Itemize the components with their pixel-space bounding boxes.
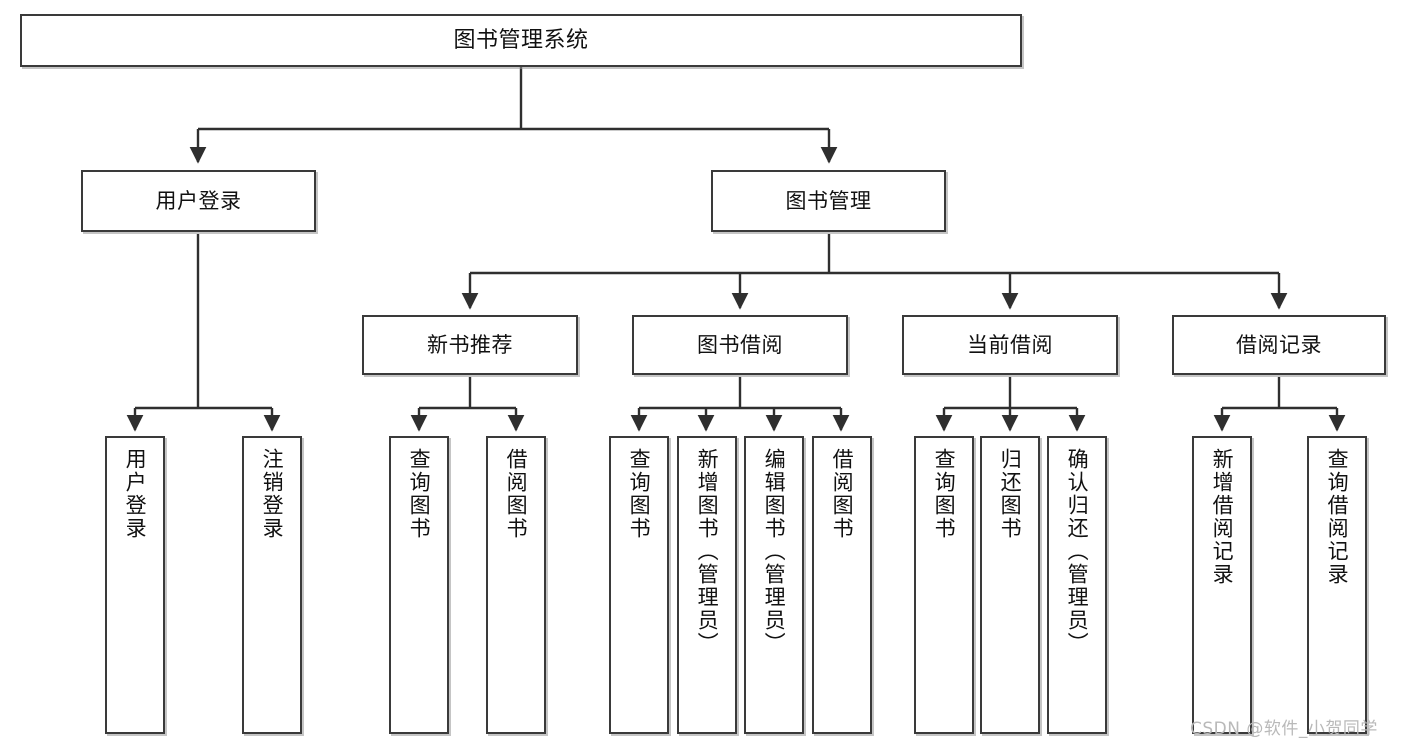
node-label: 图书借阅 (697, 332, 783, 357)
leaf-borrow-add-book-admin[interactable]: 新增图书（管理员） (677, 436, 737, 734)
node-label: 新增图书（管理员） (695, 448, 720, 655)
node-label: 注销登录 (260, 448, 285, 540)
node-label: 查询借阅记录 (1325, 448, 1350, 586)
leaf-user-logout[interactable]: 注销登录 (242, 436, 302, 734)
node-label: 借阅记录 (1236, 332, 1322, 357)
leaf-current-query-book[interactable]: 查询图书 (914, 436, 974, 734)
leaf-current-return-book[interactable]: 归还图书 (980, 436, 1040, 734)
node-book-borrow[interactable]: 图书借阅 (632, 315, 848, 375)
node-book-management[interactable]: 图书管理 (711, 170, 946, 232)
csdn-watermark: CSDN @软件_小贺同学 (1190, 719, 1378, 739)
node-label: 查询图书 (627, 448, 652, 540)
node-label: 确认归还（管理员） (1065, 448, 1090, 655)
node-label: 归还图书 (998, 448, 1023, 540)
leaf-borrow-edit-book-admin[interactable]: 编辑图书（管理员） (744, 436, 804, 734)
node-label: 查询图书 (932, 448, 957, 540)
node-user-login[interactable]: 用户登录 (81, 170, 316, 232)
node-borrow-record[interactable]: 借阅记录 (1172, 315, 1386, 375)
leaf-current-confirm-return-admin[interactable]: 确认归还（管理员） (1047, 436, 1107, 734)
node-label: 新书推荐 (427, 332, 513, 357)
node-label: 用户登录 (155, 188, 242, 213)
leaf-record-add-record[interactable]: 新增借阅记录 (1192, 436, 1252, 734)
node-new-book-recommend[interactable]: 新书推荐 (362, 315, 578, 375)
leaf-recommend-query-book[interactable]: 查询图书 (389, 436, 449, 734)
node-label: 新增借阅记录 (1210, 448, 1235, 586)
leaf-borrow-query-book[interactable]: 查询图书 (609, 436, 669, 734)
leaf-recommend-borrow-book[interactable]: 借阅图书 (486, 436, 546, 734)
node-label: 图书管理系统 (453, 27, 589, 53)
node-label: 图书管理 (785, 188, 872, 213)
node-current-borrow[interactable]: 当前借阅 (902, 315, 1118, 375)
node-label: 用户登录 (123, 448, 148, 540)
leaf-record-query-record[interactable]: 查询借阅记录 (1307, 436, 1367, 734)
node-root-system[interactable]: 图书管理系统 (20, 14, 1022, 67)
leaf-user-login[interactable]: 用户登录 (105, 436, 165, 734)
leaf-borrow-borrow-book[interactable]: 借阅图书 (812, 436, 872, 734)
node-label: 查询图书 (407, 448, 432, 540)
node-label: 编辑图书（管理员） (762, 448, 787, 655)
node-label: 借阅图书 (504, 448, 529, 540)
node-label: 借阅图书 (830, 448, 855, 540)
node-label: 当前借阅 (967, 332, 1053, 357)
